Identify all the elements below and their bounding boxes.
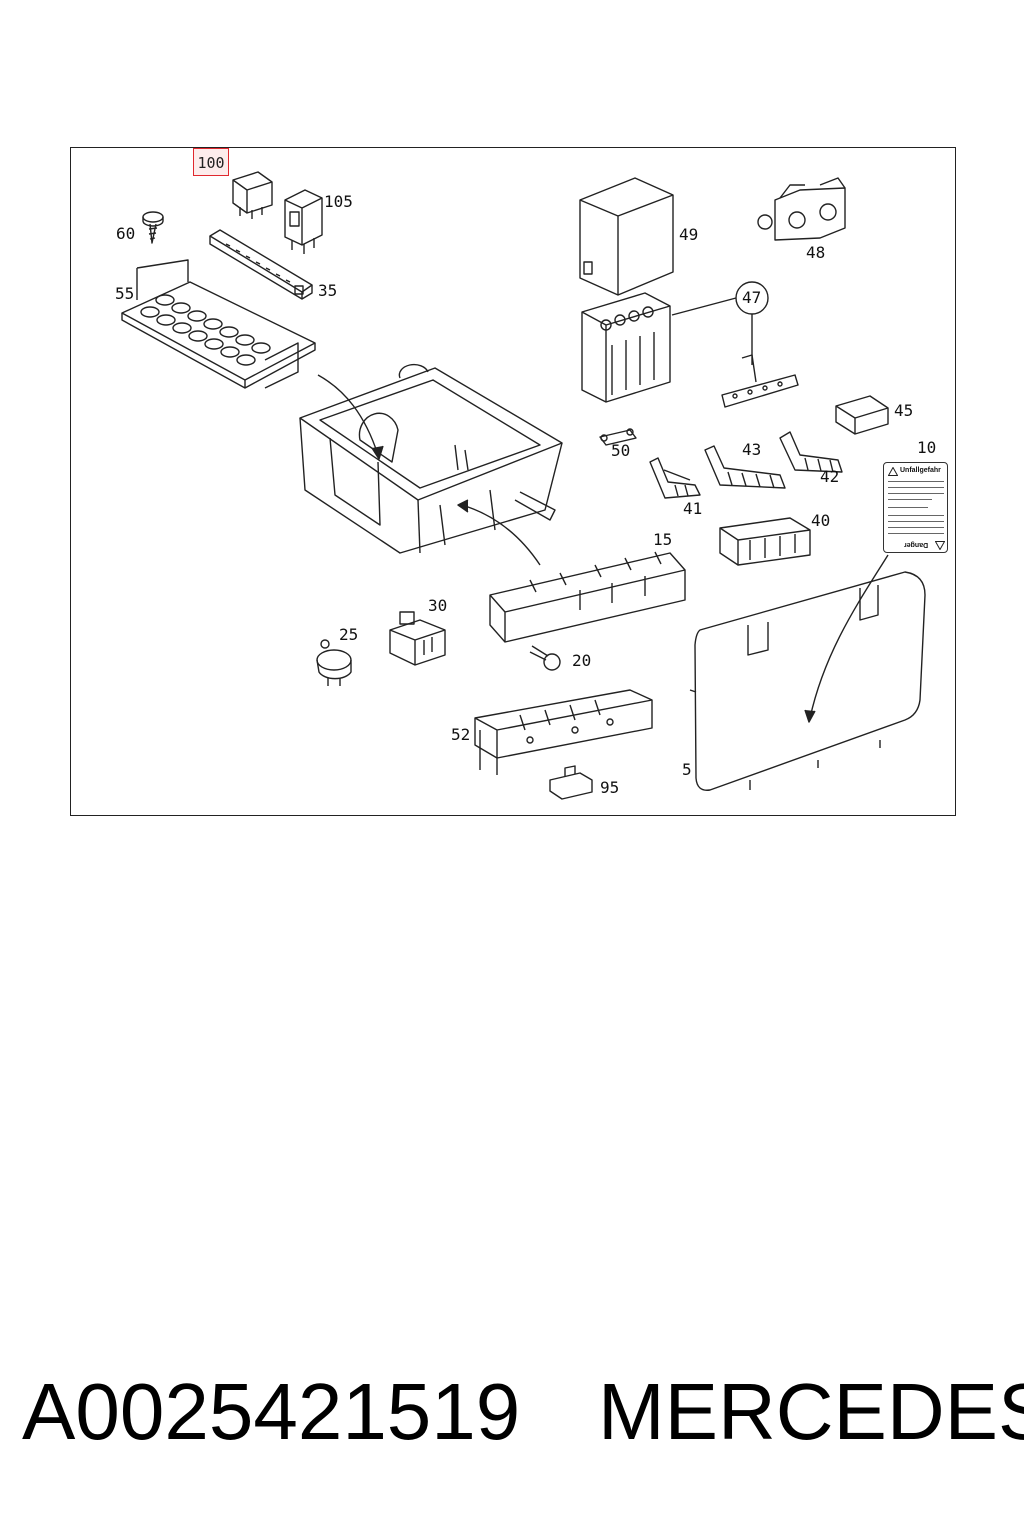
warning-label-danger: Danger — [904, 541, 929, 548]
holder-part-52 — [474, 689, 653, 775]
callout-49: 49 — [679, 225, 699, 244]
relay-part-105 — [284, 189, 323, 254]
warning-text-line — [888, 521, 944, 522]
warning-label-title: Unfallgefahr — [900, 467, 941, 474]
callout-50: 50 — [611, 441, 631, 460]
fuse-tray-part-55 — [121, 259, 316, 389]
clip-part-50 — [599, 428, 637, 446]
fuse-holder-part-47 — [581, 281, 769, 403]
warning-label-part-10: Unfallgefahr Danger — [883, 462, 948, 553]
callout-55: 55 — [115, 284, 135, 303]
warning-text-line — [888, 493, 944, 494]
callout-20: 20 — [572, 651, 592, 670]
callout-40: 40 — [811, 511, 831, 530]
clip-part-45 — [835, 395, 889, 435]
callout-48: 48 — [806, 243, 826, 262]
warning-text-line — [888, 499, 932, 500]
warning-text-line — [888, 507, 928, 508]
assembly-arrows — [317, 374, 889, 723]
callout-41: 41 — [683, 499, 703, 518]
busbar-plate — [721, 354, 799, 408]
part-number: A0025421519 — [22, 1367, 521, 1456]
callout-42: 42 — [820, 467, 840, 486]
callout-10: 10 — [917, 438, 937, 457]
callout-52: 52 — [451, 725, 471, 744]
terminals-part-43 — [704, 445, 786, 489]
warning-triangle-icon — [935, 541, 945, 550]
warning-text-line — [888, 527, 944, 528]
screw-part-60 — [142, 211, 164, 244]
diagram-frame — [70, 147, 956, 816]
callout-100-label: 100 — [197, 154, 225, 172]
terminal-strip-part-35 — [209, 229, 313, 300]
highlighted-callout-100[interactable]: 100 — [193, 148, 229, 176]
callout-43: 43 — [742, 440, 762, 459]
callout-45: 45 — [894, 401, 914, 420]
fuse-box-housing — [299, 363, 563, 554]
callout-5: 5 — [682, 760, 692, 779]
connector-part-40 — [719, 517, 811, 566]
callout-95: 95 — [600, 778, 620, 797]
terminals-part-42 — [779, 431, 843, 473]
callout-25: 25 — [339, 625, 359, 644]
fuse-part-95 — [549, 765, 593, 800]
warning-text-line — [888, 487, 944, 488]
callout-105: 105 — [324, 192, 353, 211]
connector-part-30 — [389, 611, 446, 666]
connector-part-48 — [757, 177, 846, 241]
brand-name: MERCEDES — [598, 1367, 1024, 1456]
terminals-part-41 — [649, 457, 701, 499]
warning-text-line — [888, 533, 944, 534]
warning-triangle-icon — [888, 467, 898, 476]
screw-part-20 — [529, 645, 561, 671]
callout-60: 60 — [116, 224, 136, 243]
callout-35: 35 — [318, 281, 338, 300]
warning-text-line — [888, 481, 944, 482]
mounting-rail-part-15 — [489, 551, 686, 643]
relay-part-100 — [232, 171, 273, 219]
relay-part-25 — [316, 639, 352, 686]
callout-47: 47 — [742, 288, 762, 307]
callout-30: 30 — [428, 596, 448, 615]
control-unit-part-49 — [579, 177, 674, 296]
callout-15: 15 — [653, 530, 673, 549]
warning-text-line — [888, 515, 944, 516]
cover-part-5 — [689, 571, 926, 791]
